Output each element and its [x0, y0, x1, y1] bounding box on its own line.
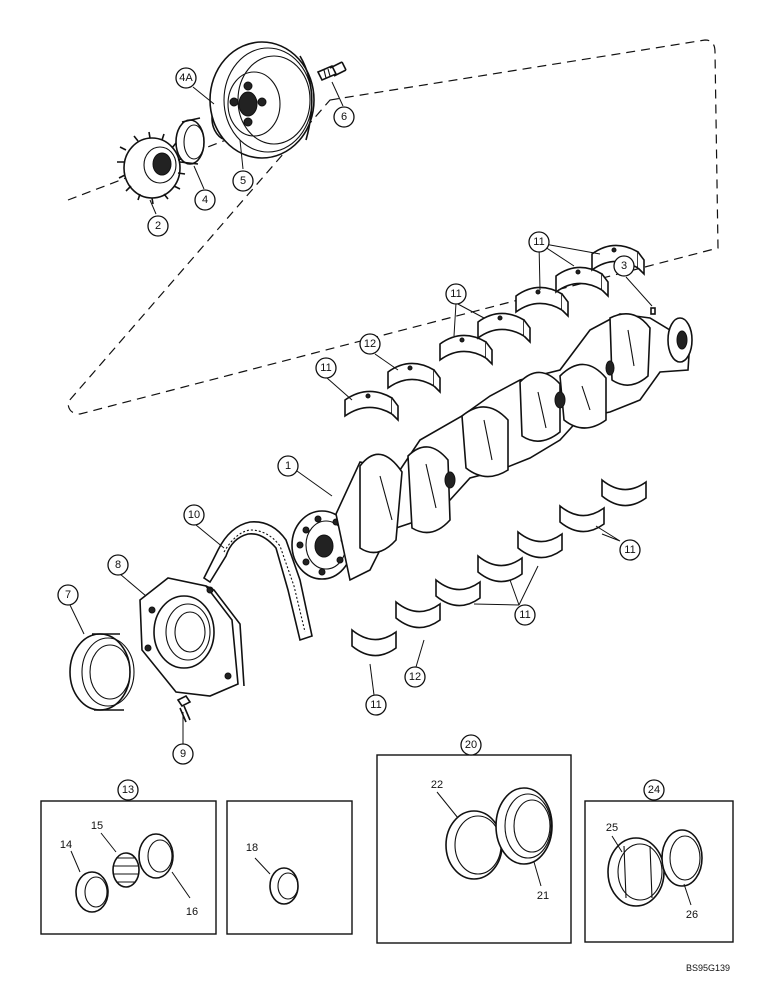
svg-text:4: 4	[202, 194, 208, 206]
crankshaft-gear	[117, 131, 186, 205]
svg-text:18: 18	[246, 842, 258, 854]
svg-text:11: 11	[450, 288, 461, 300]
rear-seal	[69, 633, 135, 711]
svg-text:20: 20	[465, 739, 477, 751]
svg-text:12: 12	[364, 338, 376, 350]
svg-text:24: 24	[648, 784, 660, 796]
svg-text:1: 1	[285, 460, 291, 472]
callout-12-lower: 12	[404, 666, 426, 688]
front-seal-ring	[175, 117, 205, 165]
callout-10: 10	[183, 504, 205, 526]
svg-text:10: 10	[188, 509, 200, 521]
crank-key	[650, 307, 656, 315]
svg-text:2: 2	[155, 220, 161, 232]
callout-9: 9	[172, 743, 194, 765]
callout-5: 5	[232, 170, 254, 192]
svg-text:25: 25	[606, 822, 618, 834]
svg-text:11: 11	[533, 236, 544, 248]
upper-bearing-shells	[344, 244, 645, 422]
callout-11-lower-left: 11	[365, 694, 387, 716]
rear-seal-housing	[139, 577, 245, 697]
svg-text:14: 14	[60, 839, 72, 851]
svg-text:11: 11	[519, 609, 530, 621]
callout-11-upper-right: 11	[528, 231, 550, 253]
svg-text:21: 21	[537, 890, 549, 902]
callout-7: 7	[57, 584, 79, 606]
lower-bearing-shells	[351, 478, 647, 657]
callout-11-upper-mid: 11	[445, 283, 467, 305]
svg-text:26: 26	[686, 909, 698, 921]
svg-text:8: 8	[115, 559, 121, 571]
svg-text:3: 3	[621, 260, 627, 272]
callout-2: 2	[147, 215, 169, 237]
callout-4a: 4A	[175, 67, 197, 89]
crankshaft	[291, 312, 693, 582]
svg-text:5: 5	[240, 175, 246, 187]
svg-text:11: 11	[624, 544, 635, 556]
kit-box-20: 20 22 21	[376, 734, 572, 944]
svg-text:4A: 4A	[179, 72, 193, 84]
drawing-reference-code: BS95G139	[686, 963, 730, 973]
callout-11-lower-mid: 11	[514, 604, 536, 626]
svg-text:9: 9	[180, 748, 186, 760]
svg-text:13: 13	[122, 784, 134, 796]
callout-11-lower-right: 11	[619, 539, 641, 561]
callout-1: 1	[277, 455, 299, 477]
callout-3: 3	[613, 255, 635, 277]
svg-text:11: 11	[370, 699, 381, 711]
callout-6: 6	[333, 106, 355, 128]
kit-box-13: 13 14 15 16	[40, 779, 217, 935]
rear-housing-gasket	[202, 521, 313, 642]
callout-12-upper: 12	[359, 333, 381, 355]
svg-text:7: 7	[65, 589, 71, 601]
vibration-damper	[209, 41, 315, 159]
svg-text:15: 15	[91, 820, 103, 832]
svg-text:16: 16	[186, 906, 198, 918]
svg-text:12: 12	[409, 671, 421, 683]
callout-4: 4	[194, 189, 216, 211]
svg-text:22: 22	[431, 779, 443, 791]
kit-box-24: 24 25 26	[584, 779, 734, 943]
housing-bolt	[176, 694, 192, 723]
svg-text:6: 6	[341, 111, 347, 123]
damper-bolt	[316, 61, 347, 82]
kit-box-18: 18	[226, 800, 353, 935]
callout-8: 8	[107, 554, 129, 576]
callout-11-upper-left: 11	[315, 357, 337, 379]
svg-text:11: 11	[320, 362, 331, 374]
